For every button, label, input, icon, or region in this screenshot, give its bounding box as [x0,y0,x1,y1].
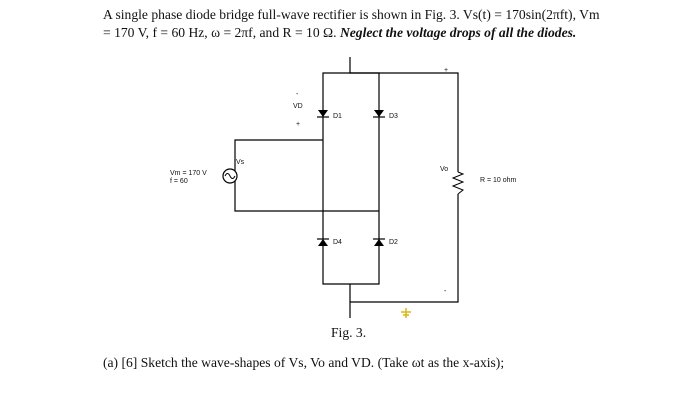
diode-d3-icon [373,110,385,118]
vo-label: Vo [440,166,449,173]
diode-d1-label: D1 [333,113,342,120]
source-amplitude: Vm = 170 V [170,170,207,177]
wire-bridge-bottom [322,239,380,285]
diode-d2-icon [373,238,385,246]
vo-minus-sign: - [444,288,447,295]
wire-bridge-top-2 [350,72,380,117]
resistor-icon [451,171,465,195]
problem-line-2: = 170 V, f = 60 Hz, ω = 2πf, and R = 10 … [103,24,693,42]
problem-statement: A single phase diode bridge full-wave re… [103,6,693,42]
ac-source-icon [222,168,238,184]
diode-d4-icon [317,238,329,246]
load-label: R = 10 ohm [480,177,517,184]
diode-d2-label: D2 [389,239,398,246]
wire-bottom-right [349,287,459,318]
source-label: Vs [236,159,245,166]
figure-caption: Fig. 3. [331,325,367,340]
source-frequency: f = 60 [170,178,188,185]
problem-line-1: A single phase diode bridge full-wave re… [103,7,600,22]
diode-d3-label: D3 [389,113,398,120]
diode-d4-label: D4 [333,239,342,246]
wire-source-top [234,139,323,171]
question-a: (a) [6] Sketch the wave-shapes of Vs, Vo… [103,355,505,370]
diode-d1-icon [317,110,329,118]
vd-minus-sign: - [296,91,299,98]
problem-given-values: = 170 V, f = 60 Hz, ω = 2πf, and R = 10 … [103,25,337,40]
problem-instruction: Neglect the voltage drops of all the dio… [339,25,577,40]
vd-label: VD [293,103,303,110]
wire-source-bottom [234,180,379,212]
wire-bridge-top [322,72,350,117]
vd-plus-sign: + [296,121,301,128]
vo-plus-sign: + [444,67,449,74]
ground-icon [401,308,411,318]
